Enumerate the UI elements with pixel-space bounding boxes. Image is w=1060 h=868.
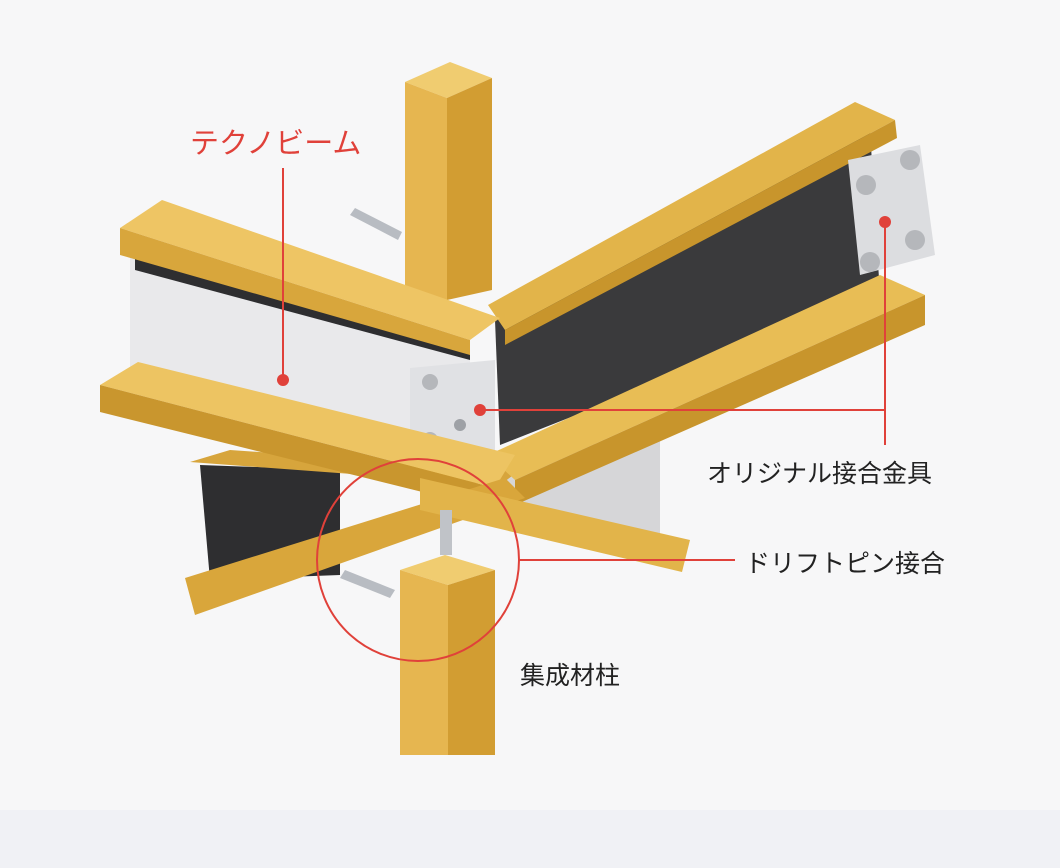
left-beam-top-flange-top: [120, 200, 500, 340]
right-beam-web: [495, 130, 880, 445]
bolt: [860, 252, 880, 272]
drift-pin-label: ドリフトピン接合: [745, 549, 946, 578]
left-beam-top-flange-front: [120, 228, 470, 355]
left-beam-bottom-flange-front: [100, 385, 495, 510]
lower-column-top: [400, 555, 495, 585]
drift-pin-lower: [340, 570, 395, 598]
drift-pin-upper: [350, 208, 402, 240]
lower-column-front: [400, 570, 448, 755]
lower-beam-right-flange: [420, 478, 690, 572]
left-beam-bottom-flange-top: [100, 362, 515, 488]
right-beam-top-flange-side: [505, 120, 897, 345]
connector-leader-dot: [474, 404, 486, 416]
right-connector-plate: [848, 145, 935, 275]
bolt: [454, 419, 466, 431]
drift-pin-vertical: [440, 510, 452, 555]
bolt: [422, 374, 438, 390]
connector-leader-dot: [879, 216, 891, 228]
bottom-band: [0, 810, 1060, 868]
connector-label: オリジナル接合金具: [707, 459, 933, 488]
upper-column-top: [405, 62, 492, 98]
column-label: 集成材柱: [520, 661, 621, 690]
lower-column-side: [448, 570, 495, 755]
upper-column-front: [405, 82, 447, 300]
right-beam-bottom-flange-top: [488, 275, 925, 480]
bolt: [856, 175, 876, 195]
right-beam-bottom-flange-front: [515, 295, 925, 505]
beam-label: テクノビーム: [190, 126, 362, 160]
bolt: [905, 230, 925, 250]
bolt: [900, 150, 920, 170]
beam-leader-dot: [277, 374, 289, 386]
upper-column-side: [447, 78, 492, 300]
right-beam-top-flange: [488, 102, 895, 330]
